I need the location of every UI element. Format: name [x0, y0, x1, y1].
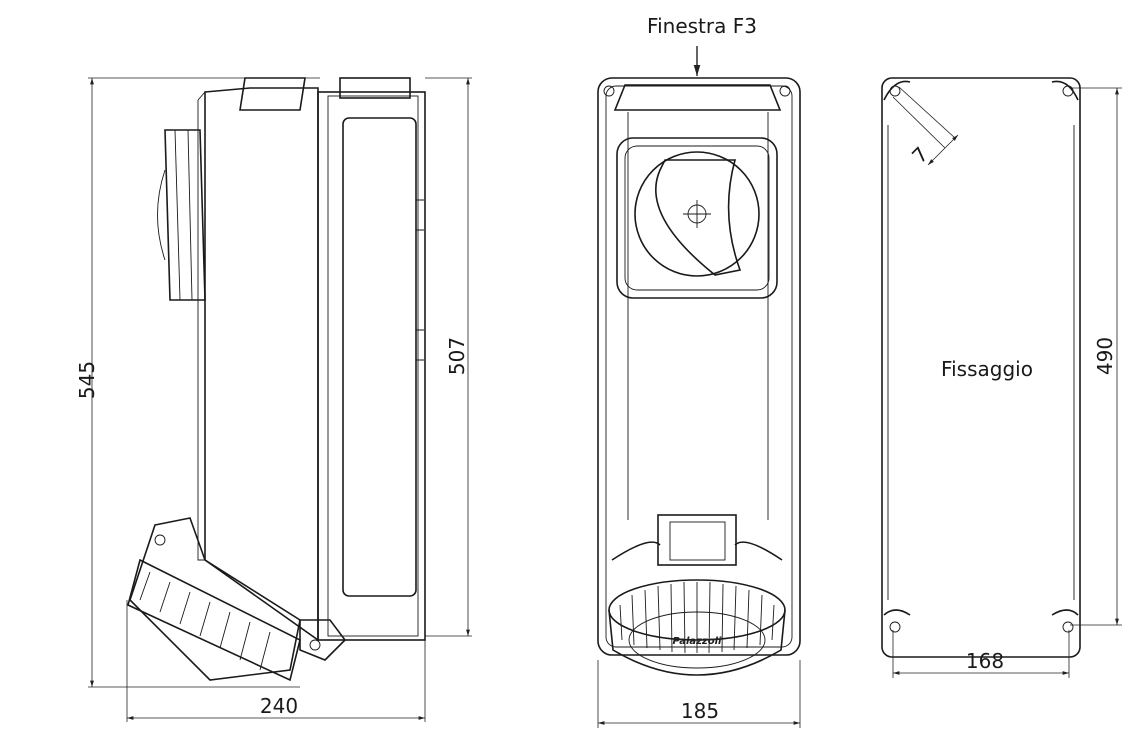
dimension-545: 545: [75, 77, 320, 688]
front-view: Finestra F3 Palazzoli 185: [597, 14, 801, 728]
dimension-label-507: 507: [445, 337, 469, 375]
logo-palazzoli: Palazzoli: [673, 636, 723, 647]
socket-ribs: [619, 581, 775, 654]
dimension-label-168: 168: [966, 649, 1004, 673]
window-label: Finestra F3: [647, 14, 757, 38]
dimension-label-185: 185: [681, 699, 719, 723]
dimension-507: 507: [425, 77, 472, 637]
dimension-label-240: 240: [260, 694, 298, 718]
dimension-label-490: 490: [1093, 337, 1117, 375]
dimension-185: 185: [597, 660, 801, 728]
dimension-label-545: 545: [75, 361, 99, 399]
fixing-view: Fissaggio 7 490 168: [881, 77, 1122, 678]
fixing-label: Fissaggio: [941, 357, 1033, 381]
dimension-7: 7: [892, 86, 959, 168]
dimension-240: 240: [126, 600, 426, 722]
dimension-168: 168: [892, 630, 1070, 678]
rotary-switch: [634, 151, 760, 277]
side-view: 545 507 240: [75, 77, 472, 722]
dimension-490: 490: [1070, 87, 1122, 626]
